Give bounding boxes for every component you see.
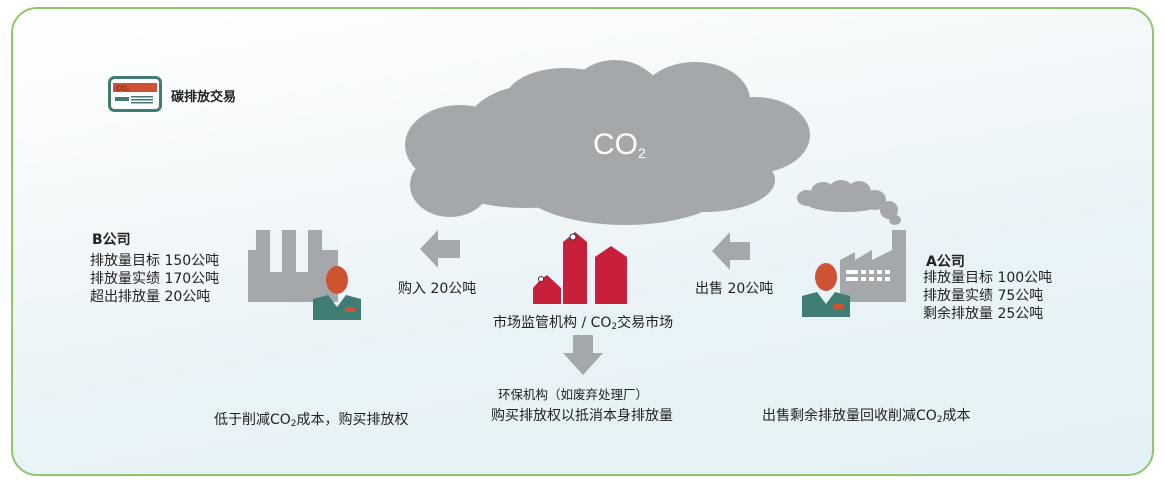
co2-cloud-icon — [405, 60, 810, 225]
env-org-desc: 购买排放权以抵消本身排放量 — [491, 408, 673, 424]
company-a-stats: 排放量目标 100公吨 排放量实绩 75公吨 剩余排放量 25公吨 — [923, 269, 1052, 323]
smoke-cloud-icon — [797, 180, 901, 225]
company-b-actual: 排放量实绩 170公吨 — [90, 271, 220, 287]
company-a-name: A公司 — [926, 254, 965, 270]
env-org-title: 环保机构（如废弃处理厂） — [498, 387, 649, 402]
company-b-target: 排放量目标 150公吨 — [90, 253, 220, 269]
company-a-note: 出售剩余排放量回收削减CO2成本 — [762, 408, 971, 425]
co2-card-icon: CO₂ — [108, 76, 162, 112]
company-a-remaining: 剩余排放量 25公吨 — [923, 306, 1044, 322]
company-a-target: 排放量目标 100公吨 — [923, 270, 1053, 286]
factory-b-icon — [248, 230, 338, 302]
company-b-note: 低于削减CO2成本，购买排放权 — [214, 412, 409, 429]
diagram-title: 碳排放交易 — [171, 90, 237, 105]
sell-label: 出售 20公吨 — [695, 281, 774, 297]
factory-a-icon — [840, 230, 906, 302]
company-b-name: B公司 — [92, 232, 131, 248]
arrow-left-buy-icon — [420, 230, 460, 268]
svg-text:CO₂: CO₂ — [116, 86, 130, 93]
arrow-down-icon — [563, 335, 603, 375]
person-b-icon — [313, 266, 361, 320]
cloud-co2-label: CO2 — [593, 128, 646, 161]
market-label: 市场监管机构 / CO2交易市场 — [493, 315, 674, 332]
buy-label: 购入 20公吨 — [398, 281, 477, 297]
company-b-stats: 排放量目标 150公吨 排放量实绩 170公吨 超出排放量 20公吨 — [90, 252, 219, 306]
market-buildings-icon — [533, 232, 627, 304]
company-a-actual: 排放量实绩 75公吨 — [923, 288, 1044, 304]
person-a-icon — [802, 263, 850, 317]
arrow-left-sell-icon — [712, 232, 750, 270]
company-b-excess: 超出排放量 20公吨 — [90, 289, 211, 305]
